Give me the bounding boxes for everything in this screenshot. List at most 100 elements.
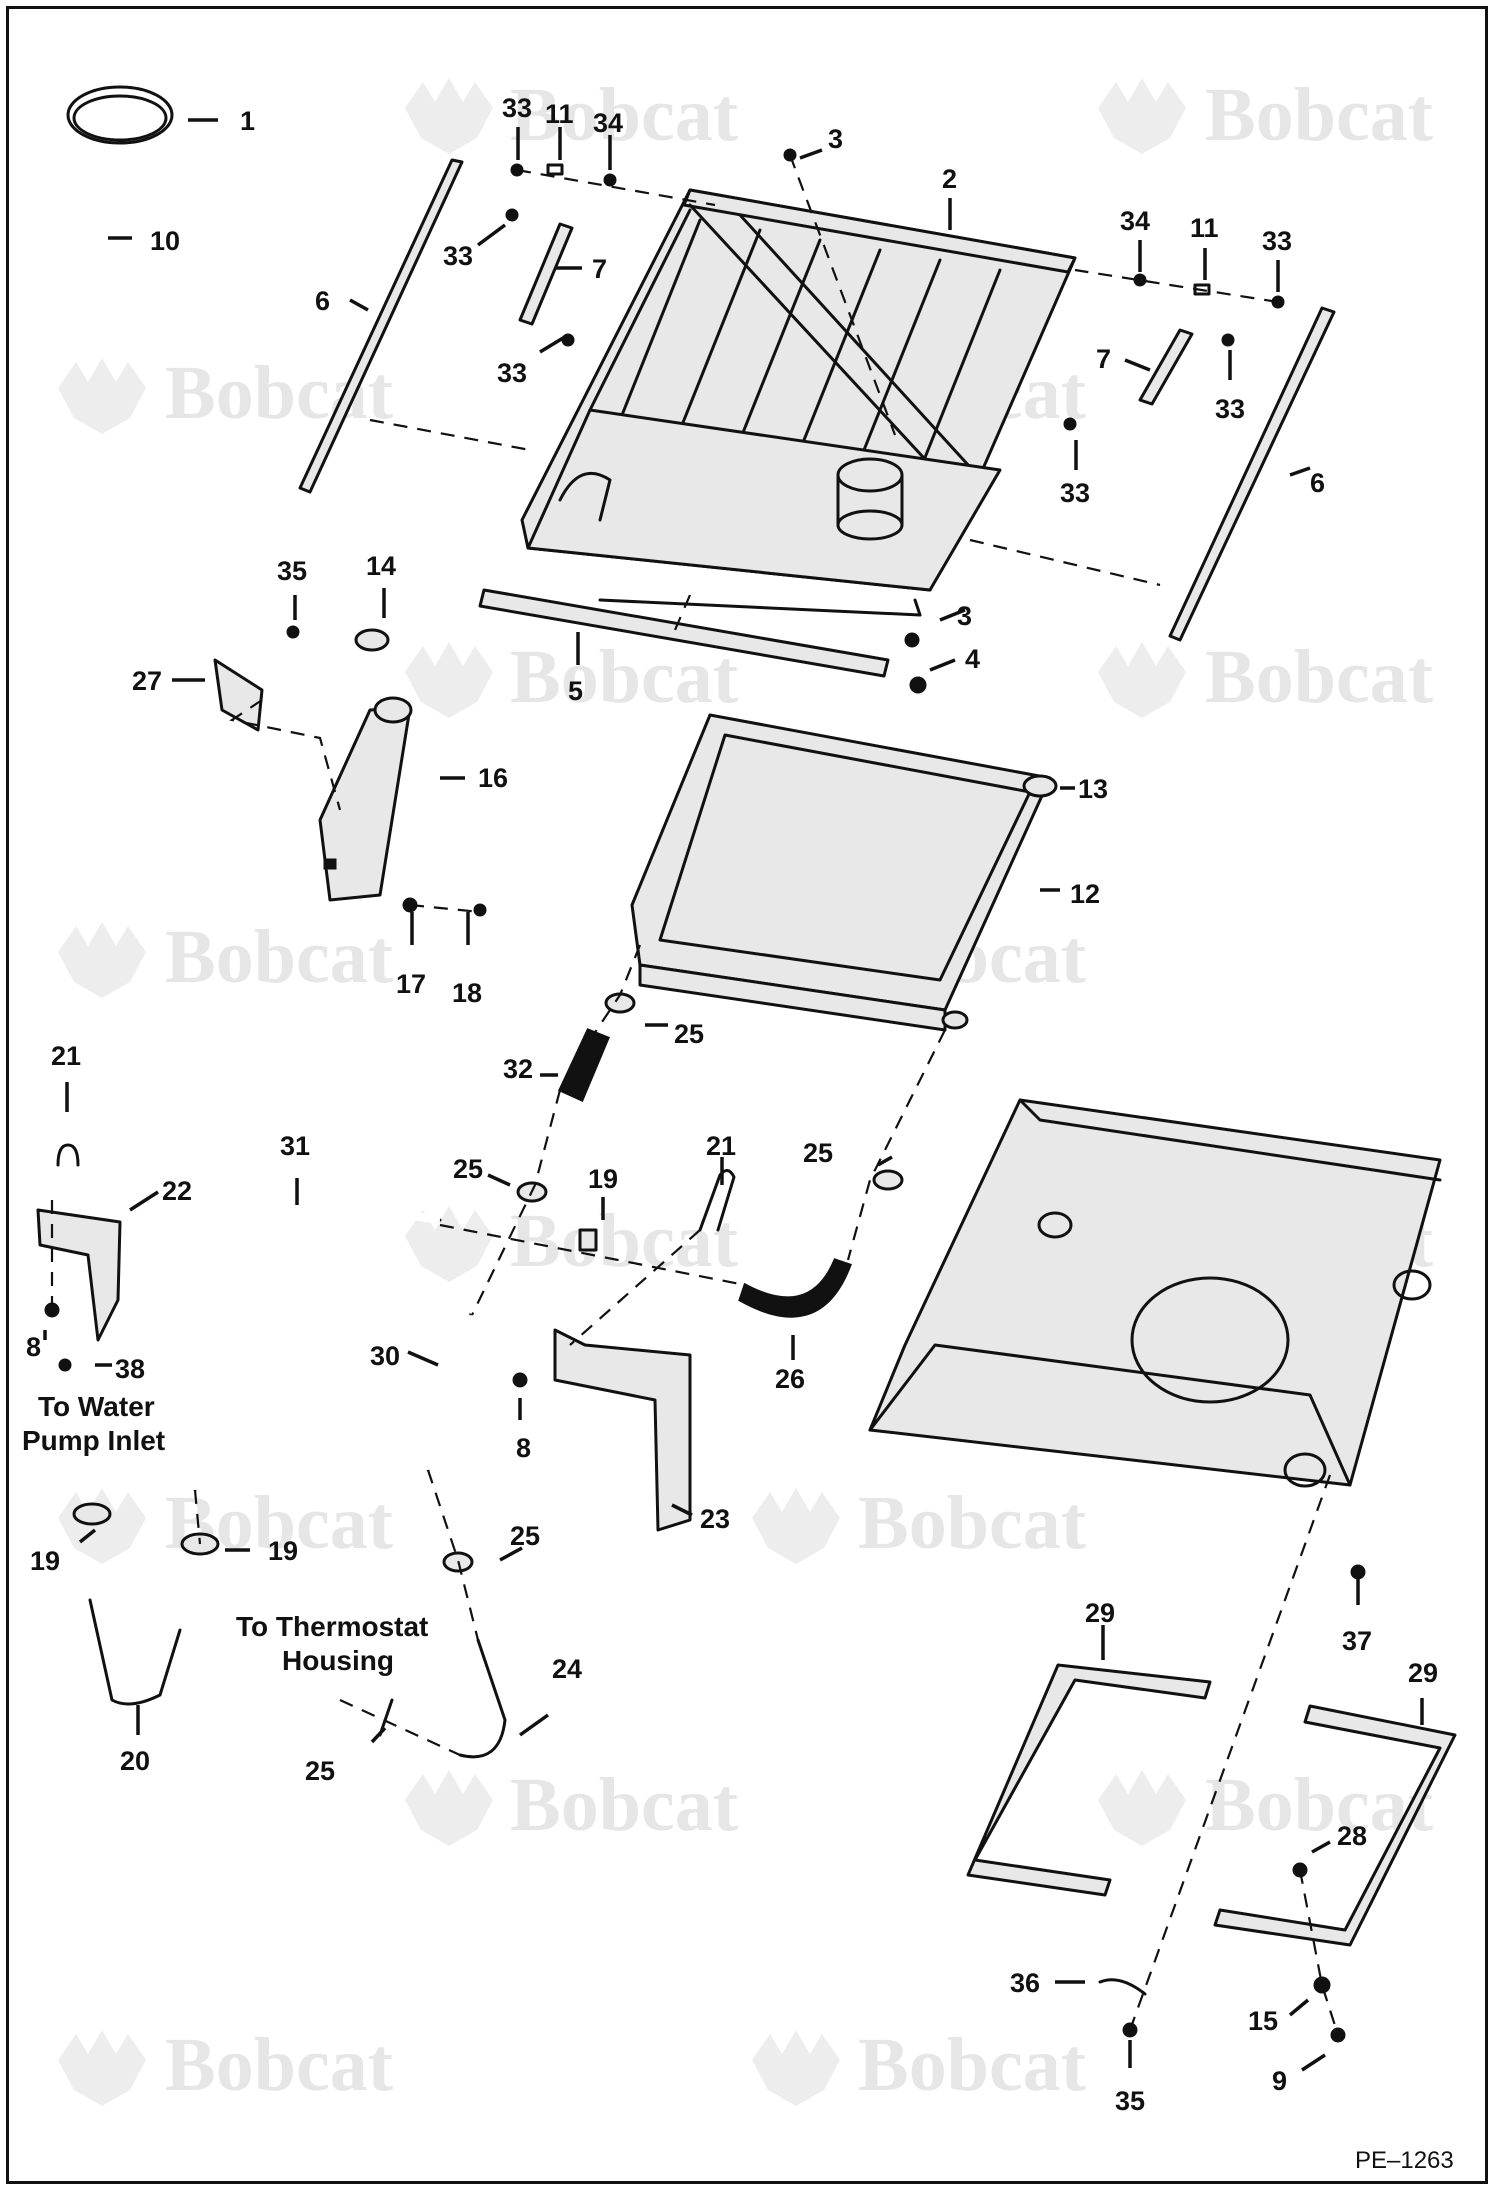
part-31-coolant-pipe xyxy=(163,1185,442,1492)
bobcat-logo-icon xyxy=(405,1770,493,1846)
callout-6: 6 xyxy=(1310,468,1325,498)
hardware-top-left xyxy=(510,163,617,187)
hardware-top-right xyxy=(1133,273,1285,309)
bobcat-logo-icon xyxy=(752,1488,840,1564)
part-7-gas-spring-left xyxy=(505,208,575,347)
bobcat-logo-icon xyxy=(1098,78,1186,154)
callout-9: 9 xyxy=(1272,2066,1287,2096)
callout-6: 6 xyxy=(315,286,330,316)
watermark-text: Bobcat xyxy=(510,73,738,157)
part-26-curved-hose xyxy=(738,1258,852,1318)
callout-17: 17 xyxy=(396,969,426,999)
fasteners xyxy=(44,148,1366,2043)
part-30-pipe xyxy=(413,1313,474,1472)
watermark-text: Bobcat xyxy=(510,635,738,719)
callout-35: 35 xyxy=(277,556,307,586)
callout-34: 34 xyxy=(593,108,623,138)
note-water-pump-line2: Pump Inlet xyxy=(22,1425,165,1456)
part-16-overflow-tank xyxy=(318,696,413,902)
leader-lines xyxy=(43,118,1424,2072)
callout-35: 35 xyxy=(1115,2086,1145,2116)
part-21-u-bolt-right xyxy=(698,1169,736,1232)
callout-7: 7 xyxy=(592,254,607,284)
callout-5: 5 xyxy=(568,676,583,706)
part-12-radiator xyxy=(630,713,1058,1032)
watermark-text: Bobcat xyxy=(510,1199,738,1283)
callout-37: 37 xyxy=(1342,1626,1372,1656)
part-24-hose xyxy=(458,1638,507,1759)
part-1-coiled-seal xyxy=(66,85,174,145)
bobcat-logo-icon xyxy=(58,2030,146,2106)
document-id: PE–1263 xyxy=(1355,2147,1454,2174)
bobcat-logo-icon xyxy=(58,358,146,434)
callout-29: 29 xyxy=(1085,1598,1115,1628)
annotation-notes: To Water Pump Inlet To Thermostat Housin… xyxy=(22,1391,428,1676)
callout-18: 18 xyxy=(452,978,482,1008)
callout-33: 33 xyxy=(502,93,532,123)
part-32-hose xyxy=(558,1028,610,1103)
bobcat-logo-icon xyxy=(58,1488,146,1564)
watermark-text: Bobcat xyxy=(1205,73,1433,157)
bobcat-logo-icon xyxy=(405,78,493,154)
callout-8: 8 xyxy=(516,1433,531,1463)
callout-25: 25 xyxy=(453,1154,483,1184)
part-6-right-rail xyxy=(1168,306,1336,642)
callout-19: 19 xyxy=(588,1164,618,1194)
part-20-u-hose xyxy=(88,1598,182,1706)
callout-27: 27 xyxy=(132,666,162,696)
bobcat-logo-icon xyxy=(1098,1770,1186,1846)
part-radiator-mount-frame xyxy=(868,1098,1442,1488)
callout-21: 21 xyxy=(706,1131,736,1161)
part-27-bracket xyxy=(213,658,264,732)
callout-labels: 1 10 33 11 34 3 2 33 7 6 33 34 11 33 7 3… xyxy=(26,93,1438,2116)
callout-16: 16 xyxy=(478,763,508,793)
note-thermostat-line1: To Thermostat xyxy=(236,1611,428,1642)
callout-8: 8 xyxy=(26,1332,41,1362)
part-29-left-panel xyxy=(966,1663,1212,1897)
diagram-border xyxy=(6,6,1488,2184)
callout-31: 31 xyxy=(280,1131,310,1161)
bobcat-logo-icon xyxy=(752,2030,840,2106)
part-36-clip xyxy=(1098,1978,1147,1996)
callout-2: 2 xyxy=(942,164,957,194)
watermark-text: Bobcat xyxy=(1205,635,1433,719)
callout-1: 1 xyxy=(240,106,255,136)
part-6-left-rail xyxy=(298,158,464,494)
part-22-bracket xyxy=(36,1143,122,1342)
callout-10: 10 xyxy=(150,226,180,256)
part-23-bracket xyxy=(553,1328,692,1532)
callout-15: 15 xyxy=(1248,2006,1278,2036)
bobcat-logo-icon xyxy=(405,642,493,718)
callout-25: 25 xyxy=(803,1138,833,1168)
callout-25: 25 xyxy=(674,1019,704,1049)
part-14-radiator-cap xyxy=(354,628,390,652)
callout-38: 38 xyxy=(115,1354,145,1384)
callout-4: 4 xyxy=(965,644,980,674)
callout-28: 28 xyxy=(1337,1821,1367,1851)
watermark-text: Bobcat xyxy=(858,1481,1086,1565)
part-7-gas-spring-right xyxy=(1063,328,1235,431)
part-29-right-panel xyxy=(1213,1704,1457,1947)
callout-11: 11 xyxy=(545,99,574,129)
watermark-text: Bobcat xyxy=(165,2023,393,2107)
callout-33: 33 xyxy=(497,358,527,388)
callout-32: 32 xyxy=(503,1054,533,1084)
part-2-rear-grille xyxy=(520,188,1077,617)
callout-36: 36 xyxy=(1010,1968,1040,1998)
callout-19: 19 xyxy=(30,1546,60,1576)
note-thermostat-line2: Housing xyxy=(282,1645,394,1676)
callout-3: 3 xyxy=(957,601,972,631)
callout-24: 24 xyxy=(552,1654,582,1684)
callout-33: 33 xyxy=(1060,478,1090,508)
callout-21: 21 xyxy=(51,1041,81,1071)
watermark-text: Bobcat xyxy=(858,2023,1086,2107)
callout-11: 11 xyxy=(1190,213,1219,243)
callout-29: 29 xyxy=(1408,1658,1438,1688)
callout-25: 25 xyxy=(510,1521,540,1551)
callout-7: 7 xyxy=(1096,344,1111,374)
callout-22: 22 xyxy=(162,1176,192,1206)
callout-14: 14 xyxy=(366,551,396,581)
alignment-lines xyxy=(50,154,1340,2036)
callout-20: 20 xyxy=(120,1746,150,1776)
watermark-text: Bobcat xyxy=(165,915,393,999)
